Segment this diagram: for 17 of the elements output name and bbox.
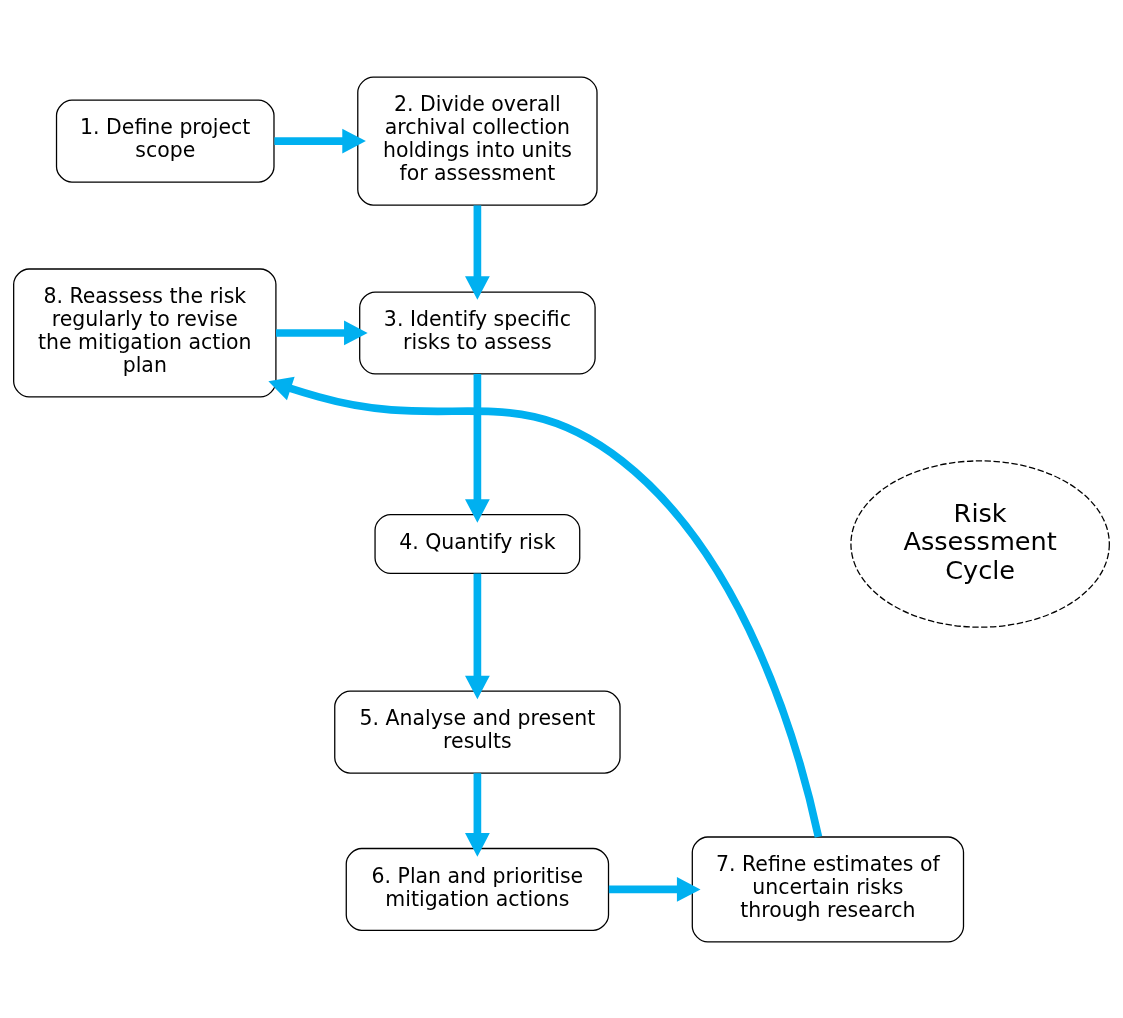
arrow xyxy=(465,373,490,523)
arrow xyxy=(276,320,368,345)
node-box: 2. Divide overall archival collection holdings into units for assessment xyxy=(357,76,598,206)
arrow xyxy=(465,573,490,699)
node-box: 4. Quantify risk xyxy=(374,513,581,574)
node-box: 3. Identify specific risks to assess xyxy=(359,290,596,375)
arrow xyxy=(274,128,366,153)
arrow xyxy=(465,204,490,300)
arrow xyxy=(608,876,701,902)
arrow xyxy=(268,376,823,838)
node-box: 5. Analyse and present results xyxy=(334,690,621,774)
arrow xyxy=(465,772,490,857)
node-box: 7. Refine estimates of uncertain risks through research xyxy=(691,835,965,942)
node-box: 6. Plan and prioritise mitigation actions xyxy=(345,847,610,931)
node-box: 1. Define project scope xyxy=(55,99,275,183)
node-ellipse: Risk Assessment Cycle xyxy=(850,459,1110,628)
node-box: 8. Reassess the risk regularly to revise the mitigation action plan xyxy=(13,267,277,398)
